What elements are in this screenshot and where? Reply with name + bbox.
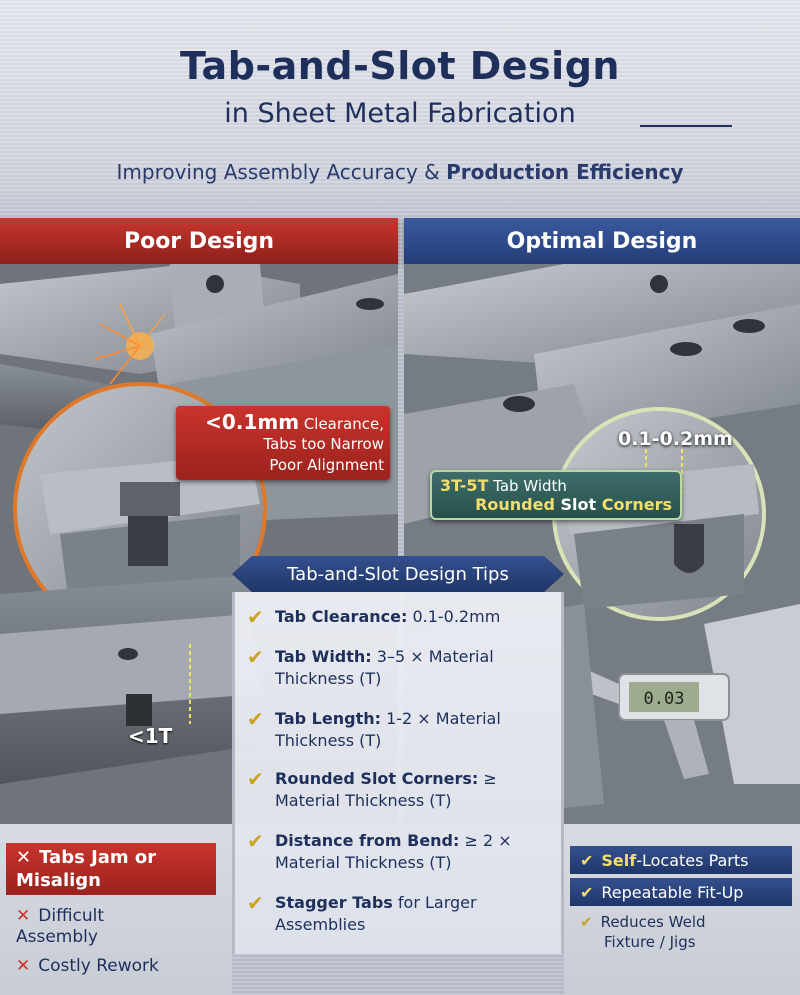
tip-text: ≥ 2 × Material Thickness (T) [275, 831, 512, 872]
benefit-text: -Locates Parts [636, 850, 749, 870]
check-icon: ✔ [580, 850, 594, 870]
tip-heading: Distance from Bend: [275, 831, 460, 850]
tip-item: ✔ Tab Clearance: 0.1-0.2mm [247, 606, 557, 628]
poor-outcome-item: ✕ Costly Rework [16, 956, 159, 977]
welding-sparks [94, 303, 166, 385]
x-icon: ✕ [16, 906, 31, 926]
tip-heading: Tab Width: [275, 647, 372, 666]
poor-tab-width-note: Tabs too Narrow [263, 435, 384, 453]
tagline: Improving Assembly Accuracy & Production… [0, 160, 800, 184]
slot-label: Slot [560, 495, 597, 514]
optimal-design-banner: Optimal Design [404, 218, 800, 264]
poor-clearance-value: <0.1mm [205, 410, 300, 434]
tab-width-label: Tab Width [488, 477, 567, 495]
rounded-label: Rounded [475, 495, 561, 514]
tab-width-range: 3T-5T [440, 476, 489, 495]
x-icon: ✕ [16, 956, 31, 976]
tip-text: 0.1-0.2mm [407, 607, 501, 626]
page-subtitle: in Sheet Metal Fabrication [224, 98, 576, 129]
benefit-self-locates: ✔ Self-Locates Parts [570, 846, 792, 874]
poor-outcome-jam: ✕ Tabs Jam or Misalign [6, 843, 216, 895]
benefit-text: Repeatable Fit-Up [601, 882, 744, 902]
poor-tab-width-measure: <1T [128, 724, 173, 748]
tip-text: ≥ Material Thickness (T) [275, 769, 497, 810]
benefit-plain-line2: Fixture / Jigs [604, 933, 696, 951]
poor-clearance-callout: <0.1mm Clearance, Tabs too Narrow Poor A… [176, 406, 390, 480]
benefit-plain-line1: Reduces Weld [600, 913, 706, 931]
poor-outcome-jam-line1: Tabs Jam or [39, 847, 157, 868]
tip-heading: Tab Clearance: [275, 607, 408, 626]
check-icon: ✔ [580, 913, 593, 931]
x-icon: ✕ [16, 847, 32, 868]
tips-heading: Tab-and-Slot Design Tips [232, 556, 564, 592]
poor-alignment-note: Poor Alignment [269, 456, 384, 474]
tip-item: ✔ Tab Length: 1-2 × Material Thickness (T… [247, 708, 557, 752]
optimal-clearance-measure: 0.1-0.2mm [618, 428, 733, 450]
tip-item: ✔ Rounded Slot Corners: ≥ Material Thickn… [247, 768, 557, 812]
poor-clearance-label: Clearance, [299, 415, 384, 433]
subtitle-rule [640, 125, 732, 127]
check-icon: ✔ [247, 829, 264, 853]
tagline-prefix: Improving Assembly Accuracy & [116, 160, 447, 184]
caliper-display: 0.03 [644, 689, 685, 709]
tip-heading: Rounded Slot Corners: [275, 769, 479, 788]
tip-heading: Stagger Tabs [275, 893, 393, 912]
benefit-bold: Self [601, 850, 637, 870]
tip-item: ✔ Stagger Tabs for Larger Assemblies [247, 892, 557, 936]
check-icon: ✔ [247, 891, 264, 915]
poor-outcome-text: Costly Rework [38, 956, 159, 976]
tip-heading: Tab Length: [275, 709, 381, 728]
tips-card: ✔ Tab Clearance: 0.1-0.2mm ✔ Tab Width: 3–… [232, 592, 564, 954]
poor-outcome-item: ✕Difficult Assembly [16, 906, 166, 948]
check-icon: ✔ [247, 767, 264, 791]
tip-text: for Larger Assemblies [275, 893, 477, 934]
check-icon: ✔ [247, 605, 264, 629]
check-icon: ✔ [247, 707, 264, 731]
benefit-reduces-fixtures: ✔ Reduces Weld Fixture / Jigs [580, 912, 706, 952]
tagline-bold: Production Efficiency [446, 160, 684, 184]
poor-design-photo [0, 264, 398, 824]
poor-outcome-jam-line2: Misalign [16, 870, 101, 891]
tip-item: ✔ Distance from Bend: ≥ 2 × Material Thic… [247, 830, 557, 874]
check-icon: ✔ [247, 645, 264, 669]
check-icon: ✔ [580, 882, 594, 902]
optimal-tab-callout: 3T-5T Tab Width Rounded Slot Corners [430, 470, 682, 520]
tip-item: ✔ Tab Width: 3–5 × Material Thickness (T) [247, 646, 557, 690]
tip-text: 1-2 × Material Thickness (T) [275, 709, 501, 750]
poor-outcome-text: Difficult Assembly [16, 906, 105, 947]
corners-label: Corners [596, 495, 672, 514]
poor-design-banner: Poor Design [0, 218, 398, 264]
page-title: Tab-and-Slot Design [180, 44, 620, 88]
tip-text: 3–5 × Material Thickness (T) [275, 647, 494, 688]
benefit-repeatable: ✔ Repeatable Fit-Up [570, 878, 792, 906]
